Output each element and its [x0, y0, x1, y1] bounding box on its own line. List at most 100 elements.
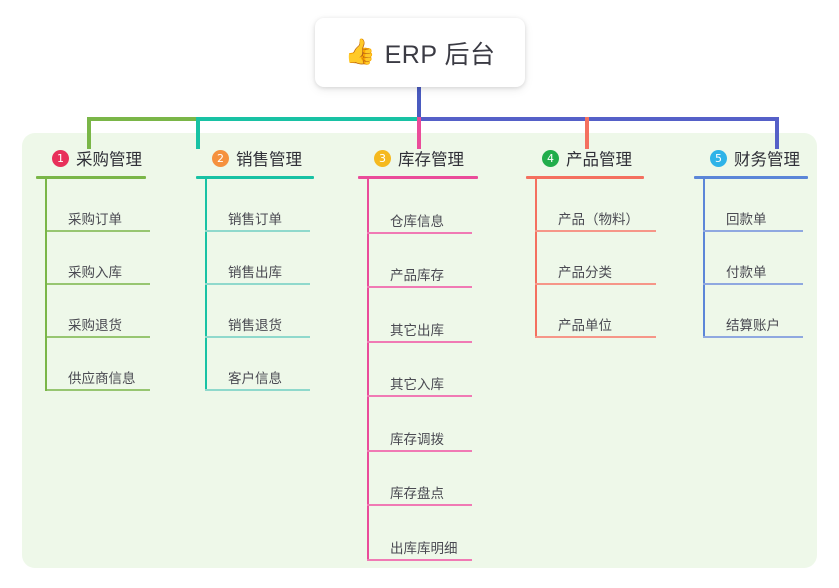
branch-badge-icon-3: 3 — [374, 149, 391, 167]
bus-segment-green — [87, 117, 304, 121]
branch-column-3: 3 库存管理仓库信息产品库存其它出库其它入库库存调拨库存盘点出库库明细 — [358, 145, 478, 561]
leaf-label: 其它入库 — [390, 377, 444, 392]
leaf-item[interactable]: 供应商信息 — [45, 338, 150, 391]
leaf-label: 采购退货 — [68, 318, 122, 333]
leaf-label: 产品分类 — [558, 265, 612, 280]
branch-title-4: 产品管理 — [566, 151, 632, 169]
leaf-label: 出库库明细 — [390, 540, 458, 556]
branch-underline-1 — [36, 176, 146, 179]
leaf-label: 产品单位 — [558, 318, 612, 333]
branch-title-3: 库存管理 — [398, 151, 464, 169]
leaf-list-1: 采购订单采购入库采购退货供应商信息 — [45, 179, 150, 391]
branch-underline-4 — [526, 176, 644, 179]
leaf-underline — [535, 283, 656, 285]
leaf-item[interactable]: 付款单 — [703, 232, 808, 285]
thumbs-up-icon: 👍 — [344, 38, 376, 66]
leaf-item[interactable]: 采购入库 — [45, 232, 150, 285]
branch-badge-icon-5: 5 — [710, 149, 727, 167]
leaf-label: 仓库信息 — [390, 213, 444, 229]
branch-title-1: 采购管理 — [76, 151, 142, 169]
branch-column-4: 4 产品管理产品（物料） 产品分类产品单位 — [526, 145, 656, 338]
branch-header-5[interactable]: 5 财务管理 — [694, 145, 808, 171]
leaf-list-3: 仓库信息产品库存其它出库其它入库库存调拨库存盘点出库库明细 — [367, 179, 478, 561]
leaf-item[interactable]: 产品库存 — [367, 234, 478, 288]
leaf-item[interactable]: 其它入库 — [367, 343, 478, 397]
leaf-underline — [45, 230, 150, 232]
leaf-underline — [45, 336, 150, 338]
leaf-item[interactable]: 库存盘点 — [367, 452, 478, 506]
leaf-item[interactable]: 采购订单 — [45, 179, 150, 232]
branch-header-4[interactable]: 4 产品管理 — [526, 145, 644, 171]
leaf-underline — [367, 449, 472, 452]
leaf-underline — [535, 336, 656, 338]
leaf-underline — [205, 389, 310, 391]
branch-spine-2 — [205, 179, 207, 391]
leaf-label: 库存盘点 — [390, 486, 444, 501]
branch-badge-icon-1: 1 — [52, 149, 69, 167]
leaf-label: 客户信息 — [228, 371, 282, 386]
leaf-label: 采购订单 — [68, 212, 122, 227]
leaf-item[interactable]: 其它出库 — [367, 288, 478, 343]
leaf-item[interactable]: 产品单位 — [535, 285, 656, 338]
leaf-label: 销售出库 — [228, 265, 282, 280]
leaf-underline — [367, 231, 472, 234]
leaf-underline — [367, 395, 472, 397]
leaf-item[interactable]: 出库库明细 — [367, 506, 478, 561]
leaf-item[interactable]: 销售订单 — [205, 179, 314, 232]
root-node[interactable]: 👍 ERP 后台 — [315, 18, 525, 87]
leaf-item[interactable]: 客户信息 — [205, 338, 314, 391]
branch-underline-3 — [358, 176, 478, 179]
leaf-label: 销售退货 — [228, 318, 282, 333]
leaf-underline — [205, 336, 310, 338]
leaf-underline — [367, 504, 472, 506]
leaf-label: 库存调拨 — [390, 431, 444, 447]
branch-column-2: 2 销售管理销售订单销售出库销售退货客户信息 — [196, 145, 314, 391]
leaf-item[interactable]: 产品（物料） — [535, 179, 656, 232]
root-node-label: ERP 后台 — [384, 40, 496, 69]
leaf-underline — [367, 558, 472, 561]
branch-spine-4 — [535, 179, 537, 338]
leaf-underline — [45, 283, 150, 285]
leaf-list-4: 产品（物料） 产品分类产品单位 — [535, 179, 656, 338]
branch-column-1: 1 采购管理采购订单采购入库采购退货供应商信息 — [36, 145, 150, 391]
branch-underline-5 — [694, 176, 808, 179]
leaf-item[interactable]: 采购退货 — [45, 285, 150, 338]
leaf-item[interactable]: 销售出库 — [205, 232, 314, 285]
leaf-underline — [367, 286, 472, 288]
branch-spine-1 — [45, 179, 47, 391]
leaf-item[interactable]: 销售退货 — [205, 285, 314, 338]
bus-segment-indigo — [417, 117, 779, 121]
leaf-list-5: 回款单付款单结算账户 — [703, 179, 808, 338]
leaf-underline — [45, 389, 150, 391]
leaf-label: 其它出库 — [390, 322, 444, 338]
leaf-underline — [367, 340, 472, 343]
leaf-underline — [703, 336, 803, 338]
leaf-label: 采购入库 — [68, 265, 122, 280]
leaf-item[interactable]: 结算账户 — [703, 285, 808, 338]
branch-column-5: 5 财务管理回款单付款单结算账户 — [694, 145, 808, 338]
branch-header-3[interactable]: 3 库存管理 — [358, 145, 478, 171]
leaf-item[interactable]: 产品分类 — [535, 232, 656, 285]
leaf-label: 产品（物料） — [558, 212, 639, 227]
leaf-item[interactable]: 仓库信息 — [367, 179, 478, 234]
branch-title-2: 销售管理 — [236, 151, 302, 169]
branch-header-1[interactable]: 1 采购管理 — [36, 145, 146, 171]
diagram-panel — [22, 133, 817, 568]
leaf-label: 产品库存 — [390, 268, 444, 283]
leaf-underline — [205, 230, 310, 232]
branch-badge-icon-4: 4 — [542, 149, 559, 167]
leaf-underline — [205, 283, 310, 285]
branch-badge-icon-2: 2 — [212, 149, 229, 167]
leaf-underline — [703, 283, 803, 285]
leaf-item[interactable]: 库存调拨 — [367, 397, 478, 452]
branch-spine-3 — [367, 179, 369, 561]
bus-segment-teal — [196, 117, 421, 121]
leaf-label: 付款单 — [726, 265, 767, 280]
leaf-item[interactable]: 回款单 — [703, 179, 808, 232]
branch-spine-5 — [703, 179, 705, 338]
leaf-label: 回款单 — [726, 212, 767, 227]
branch-header-2[interactable]: 2 销售管理 — [196, 145, 314, 171]
leaf-label: 结算账户 — [726, 318, 780, 333]
branch-title-5: 财务管理 — [734, 151, 800, 169]
